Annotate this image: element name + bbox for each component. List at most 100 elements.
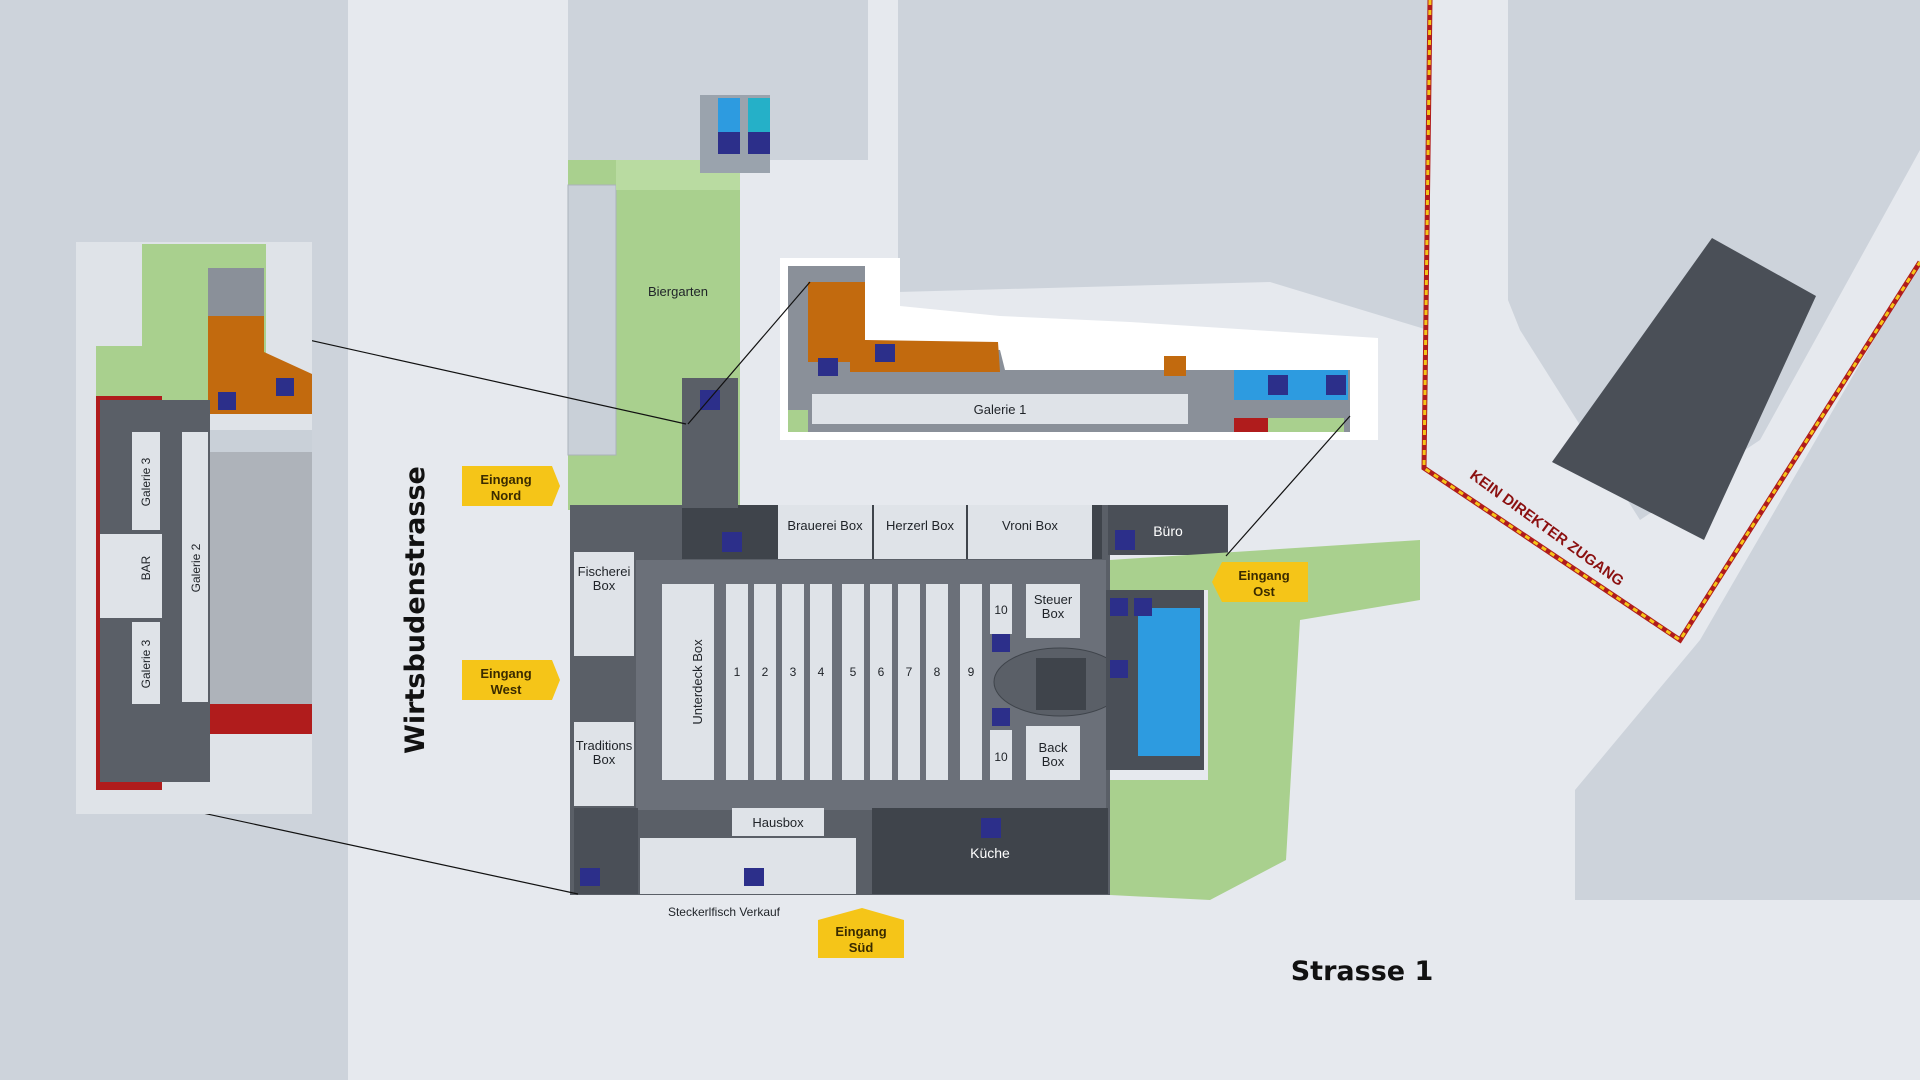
lane-table	[990, 730, 1012, 780]
smoking-icon	[276, 378, 294, 396]
entrance-east-line2: Ost	[1253, 584, 1275, 599]
vroni-box	[968, 505, 1092, 559]
lane-table	[782, 584, 804, 780]
galerie1-green	[788, 410, 808, 432]
galerie1-orange	[808, 282, 1000, 372]
east-wc-blue	[1138, 608, 1200, 756]
background-top-right-block	[898, 0, 1428, 330]
herzerl-label: Herzerl Box	[886, 518, 954, 533]
fischerei-label-1: Fischerei	[578, 564, 631, 579]
inset-galerie2	[182, 432, 208, 702]
inset-galerie3-top	[132, 432, 160, 530]
herzerl-box	[874, 505, 966, 559]
galerie1-green	[1268, 418, 1344, 432]
coffee-icon	[218, 392, 236, 410]
unterdeck-label: Unterdeck Box	[690, 639, 705, 725]
zoom-line	[1225, 415, 1351, 557]
brauerei-box	[778, 505, 872, 559]
food-icon	[580, 868, 600, 886]
hausbox	[732, 808, 824, 836]
east-green-area	[1110, 540, 1420, 900]
inset-galerie2-label: Galerie 2	[189, 543, 203, 592]
galerie1-floor	[788, 266, 1350, 432]
coffee-icon	[722, 532, 742, 552]
top-wc-blue-1	[718, 98, 740, 132]
wc-icon	[1134, 598, 1152, 616]
background-right-bottom-block	[1575, 260, 1920, 900]
galerie1-orange-small	[1164, 356, 1186, 376]
lane-number-label: 5	[850, 665, 857, 679]
vroni-label: Vroni Box	[1002, 518, 1058, 533]
smoking-icon	[875, 344, 895, 362]
inset-grey-block	[210, 452, 312, 704]
back-label-1: Back	[1039, 740, 1068, 755]
wc-icon	[1110, 598, 1128, 616]
entrance-south-line1: Eingang	[835, 924, 886, 939]
lane-number-label: 1	[734, 665, 741, 679]
inset-galerie3-bottom	[132, 622, 160, 704]
stage-center	[1036, 658, 1086, 710]
inset-bar-label: BAR	[139, 555, 153, 580]
lane-tables	[726, 584, 1012, 780]
lane-10-top-label: 10	[994, 603, 1008, 617]
restricted-boundary-dash	[1422, 0, 1920, 643]
fischerei-box	[574, 552, 634, 656]
steuer-label-1: Steuer	[1034, 592, 1073, 607]
traditions-label-1: Traditions	[576, 738, 633, 753]
buero-label: Büro	[1153, 523, 1183, 539]
entrance-west-line2: West	[491, 682, 522, 697]
traditions-box	[574, 722, 634, 806]
wc-icon	[1326, 375, 1346, 395]
lane-number-label: 3	[790, 665, 797, 679]
lane-table	[926, 584, 948, 780]
lane-table	[810, 584, 832, 780]
wc-icon	[718, 132, 740, 154]
street-west-label: Wirtsbudenstrasse	[400, 466, 431, 754]
accessible-icon	[992, 708, 1010, 726]
fischerei-label-2: Box	[593, 578, 616, 593]
lane-table	[960, 584, 982, 780]
entrance-east-line1: Eingang	[1238, 568, 1289, 583]
entrance-south-marker[interactable]	[818, 908, 904, 958]
back-label-2: Box	[1042, 754, 1065, 769]
entrance-north-line2: Nord	[491, 488, 521, 503]
galerie1-red	[1234, 418, 1268, 432]
hausbox-label: Hausbox	[752, 815, 804, 830]
lane-table	[990, 584, 1012, 634]
neighbor-building	[1552, 238, 1816, 540]
lane-table	[842, 584, 864, 780]
entrance-west-marker[interactable]	[462, 660, 560, 700]
inset-galerie3-bottom-label: Galerie 3	[139, 639, 153, 688]
coffee-icon	[818, 358, 838, 376]
inset-galerie3-top-label: Galerie 3	[139, 457, 153, 506]
entrance-east-marker[interactable]	[1212, 562, 1308, 602]
lane-number-label: 6	[878, 665, 885, 679]
accessible-icon	[992, 634, 1010, 652]
zoom-line	[687, 281, 811, 425]
wc-icon	[1268, 375, 1288, 395]
lane-number-label: 9	[968, 665, 975, 679]
entrance-north-marker[interactable]	[462, 466, 560, 506]
back-box	[1026, 726, 1080, 780]
lane-10-bottom-label: 10	[994, 750, 1008, 764]
lane-number-label: 8	[934, 665, 941, 679]
biergarten-seating	[567, 184, 617, 456]
wc-icon	[1110, 660, 1128, 678]
lane-number-label: 2	[762, 665, 769, 679]
wc-icon	[748, 132, 770, 154]
steuer-box	[1026, 584, 1080, 638]
traditions-label-2: Box	[593, 752, 616, 767]
inset-bar	[100, 534, 162, 618]
steuer-label-2: Box	[1042, 606, 1065, 621]
galerie1-label: Galerie 1	[974, 402, 1027, 417]
entrance-west-line1: Eingang	[480, 666, 531, 681]
lane-number-label: 7	[906, 665, 913, 679]
top-wc-blue-2	[748, 98, 770, 132]
steckerlfisch-label: Steckerlfisch Verkauf	[668, 905, 781, 919]
entrance-south-line2: Süd	[849, 940, 874, 955]
street-south-label: Strasse 1	[1291, 956, 1434, 987]
lane-table	[898, 584, 920, 780]
lane-table	[726, 584, 748, 780]
